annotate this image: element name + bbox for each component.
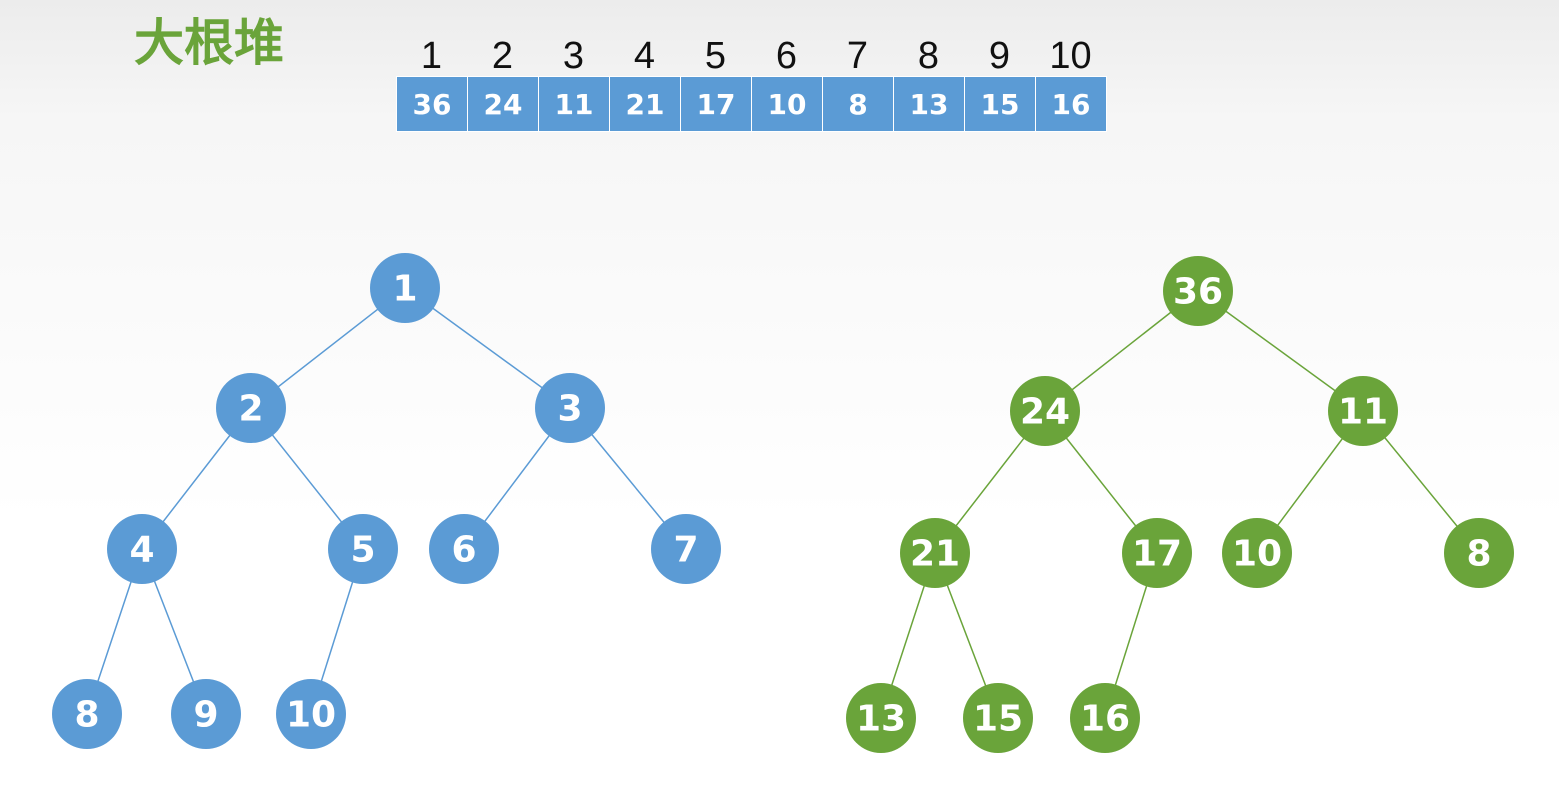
array-cell: 17 bbox=[681, 77, 751, 131]
array-index: 4 bbox=[633, 35, 656, 77]
value-tree-node-label: 13 bbox=[856, 699, 906, 740]
index-tree-node-label: 3 bbox=[557, 389, 582, 430]
heap-array: 36 24 11 21 17 10 8 13 15 16 bbox=[396, 76, 1107, 132]
array-cell: 16 bbox=[1036, 77, 1106, 131]
index-tree: 1 2 3 4 5 6 7 8 9 10 bbox=[52, 253, 721, 749]
value-tree-node-label: 11 bbox=[1338, 392, 1388, 433]
array-cell: 8 bbox=[823, 77, 893, 131]
value-tree-node bbox=[1010, 376, 1080, 446]
array-index: 1 bbox=[420, 35, 443, 77]
value-tree-node bbox=[1444, 518, 1514, 588]
array-cell: 21 bbox=[610, 77, 680, 131]
index-tree-node bbox=[107, 514, 177, 584]
index-tree-node-label: 8 bbox=[74, 695, 99, 736]
array-index: 5 bbox=[704, 35, 727, 77]
value-tree-node bbox=[1163, 256, 1233, 326]
index-tree-node bbox=[370, 253, 440, 323]
index-tree-node-label: 5 bbox=[350, 530, 375, 571]
value-tree-node bbox=[963, 683, 1033, 753]
array-index: 8 bbox=[917, 35, 940, 77]
index-tree-node bbox=[535, 373, 605, 443]
value-tree-node-label: 8 bbox=[1466, 534, 1491, 575]
index-tree-node-label: 10 bbox=[286, 695, 336, 736]
array-index-row: 1 2 3 4 5 6 7 8 9 10 bbox=[396, 36, 1106, 76]
value-tree-node bbox=[1222, 518, 1292, 588]
value-tree: 36 24 11 21 17 10 8 13 15 16 bbox=[846, 256, 1514, 753]
array-index: 9 bbox=[988, 35, 1011, 77]
index-tree-node bbox=[429, 514, 499, 584]
index-tree-node-label: 7 bbox=[673, 530, 698, 571]
index-tree-node-label: 1 bbox=[392, 269, 417, 310]
value-tree-node-label: 24 bbox=[1020, 392, 1070, 433]
value-tree-node-label: 36 bbox=[1173, 272, 1223, 313]
value-tree-node bbox=[846, 683, 916, 753]
value-tree-node-label: 16 bbox=[1080, 699, 1130, 740]
array-index: 3 bbox=[562, 35, 585, 77]
value-tree-node-label: 17 bbox=[1132, 534, 1182, 575]
diagram-title: 大根堆 bbox=[134, 14, 284, 72]
array-cell: 11 bbox=[539, 77, 609, 131]
index-tree-node-label: 2 bbox=[238, 389, 263, 430]
array-index: 10 bbox=[1049, 35, 1092, 77]
index-tree-node bbox=[328, 514, 398, 584]
value-tree-node bbox=[1122, 518, 1192, 588]
value-tree-node bbox=[900, 518, 970, 588]
array-index: 2 bbox=[491, 35, 514, 77]
array-cell: 10 bbox=[752, 77, 822, 131]
index-tree-node bbox=[276, 679, 346, 749]
array-cell: 13 bbox=[894, 77, 964, 131]
array-cell: 24 bbox=[468, 77, 538, 131]
index-tree-node bbox=[216, 373, 286, 443]
value-tree-node bbox=[1328, 376, 1398, 446]
value-tree-node bbox=[1070, 683, 1140, 753]
array-cell: 15 bbox=[965, 77, 1035, 131]
index-tree-node-label: 9 bbox=[193, 695, 218, 736]
array-index: 7 bbox=[846, 35, 869, 77]
array-index: 6 bbox=[775, 35, 798, 77]
value-tree-node-label: 21 bbox=[910, 534, 960, 575]
index-tree-node-label: 4 bbox=[129, 530, 154, 571]
index-tree-node bbox=[52, 679, 122, 749]
index-tree-node bbox=[171, 679, 241, 749]
array-cell: 36 bbox=[397, 77, 467, 131]
index-tree-node bbox=[651, 514, 721, 584]
index-tree-node-label: 6 bbox=[451, 530, 476, 571]
value-tree-node-label: 15 bbox=[973, 699, 1023, 740]
value-tree-node-label: 10 bbox=[1232, 534, 1282, 575]
